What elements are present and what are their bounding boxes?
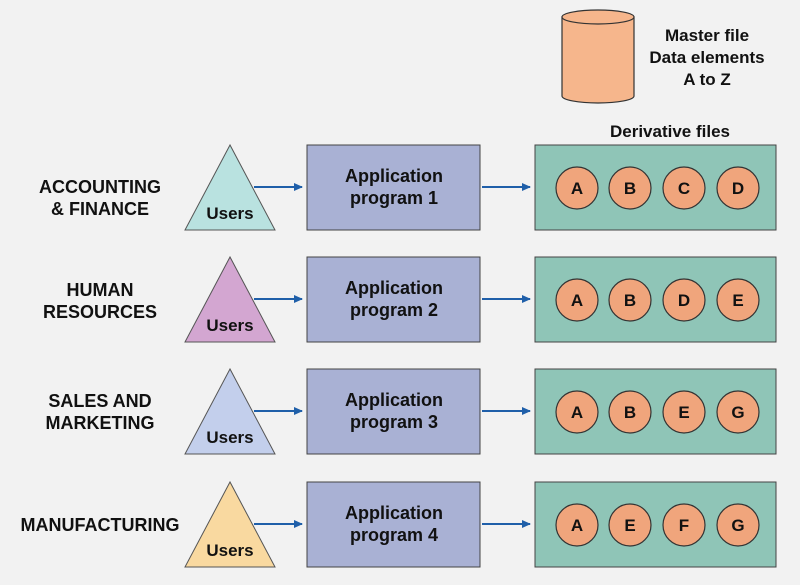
application-label-line-1: Application [345,503,443,523]
data-element-circle [608,390,652,434]
application-box [306,481,481,568]
dept-label-manufacturing: MANUFACTURING [20,515,180,535]
application-label-line-2: program 1 [350,188,438,208]
data-element-circle [662,503,706,547]
derivative-files-label: Derivative files [610,122,730,141]
data-element-label: D [732,179,744,198]
users-triangle [184,255,276,343]
data-element-label: E [624,516,635,535]
data-element-label: A [571,516,583,535]
dept-label-hr: HUMAN RESOURCES [42,280,158,322]
data-element-circle [662,166,706,210]
data-element-circle [662,390,706,434]
users-label: Users [206,316,253,335]
users-label: Users [206,428,253,447]
data-element-circle [716,166,760,210]
data-element-circle [608,278,652,322]
application-label-line-2: program 3 [350,412,438,432]
data-element-circle [555,278,599,322]
data-element-circle [555,390,599,434]
dept-label-accounting: ACCOUNTING & FINANCE [39,177,161,219]
data-element-label: A [571,403,583,422]
data-element-circle [555,503,599,547]
application-label-line-1: Application [345,390,443,410]
master-file-line-1: Master file [665,26,749,45]
master-file-cylinder [561,9,635,104]
data-element-circle [555,166,599,210]
data-element-label: D [678,291,690,310]
application-label-line-2: program 4 [350,525,438,545]
application-label-line-1: Application [345,166,443,186]
data-element-label: G [731,403,744,422]
users-label: Users [206,204,253,223]
data-element-circle [662,278,706,322]
master-file-line-2: Data elements [649,48,764,67]
data-element-label: A [571,291,583,310]
data-element-label: B [624,403,636,422]
data-element-circle [716,503,760,547]
data-element-label: G [731,516,744,535]
data-element-circle [716,390,760,434]
data-element-label: F [679,516,689,535]
users-triangle [184,367,276,455]
application-label-line-2: program 2 [350,300,438,320]
master-file-line-3: A to Z [683,70,731,89]
users-triangle [184,480,276,568]
application-box [306,368,481,455]
application-box [306,256,481,343]
users-triangle [184,143,276,231]
users-label: Users [206,541,253,560]
data-element-label: C [678,179,690,198]
dept-label-sales: SALES AND MARKETING [45,391,155,433]
data-element-label: B [624,291,636,310]
data-element-circle [608,166,652,210]
data-element-circle [608,503,652,547]
data-element-label: E [732,291,743,310]
data-element-label: B [624,179,636,198]
data-element-label: A [571,179,583,198]
application-box [306,144,481,231]
data-element-label: E [678,403,689,422]
application-label-line-1: Application [345,278,443,298]
data-element-circle [716,278,760,322]
